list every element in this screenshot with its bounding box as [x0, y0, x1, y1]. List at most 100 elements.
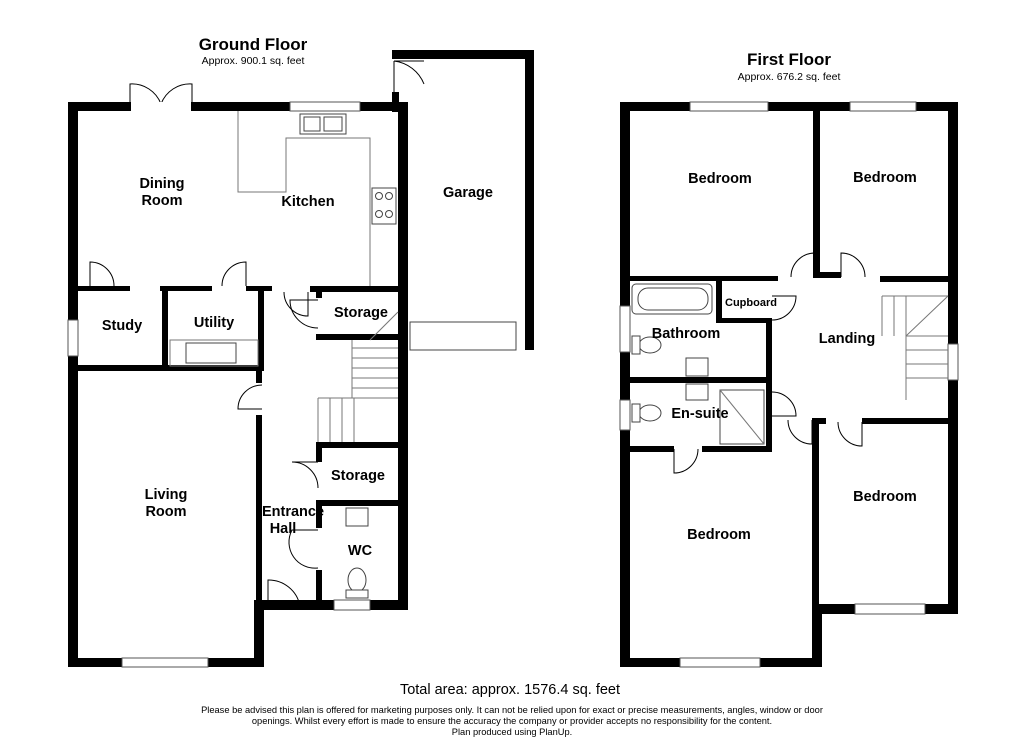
- wall-cupboard-bottom: [716, 318, 768, 323]
- ground-wall-right: [398, 102, 408, 610]
- first-floor-area: Approx. 676.2 sq. feet: [738, 71, 841, 83]
- wall-wc-left-lower: [316, 570, 322, 610]
- total-area: Total area: approx. 1576.4 sq. feet: [400, 682, 620, 698]
- hob-ring: [385, 210, 393, 218]
- ground-floor-area: Approx. 900.1 sq. feet: [202, 55, 305, 67]
- window: [854, 603, 926, 615]
- window: [679, 657, 761, 668]
- door-swing: [288, 529, 319, 569]
- wall-bed1-bottom: [630, 276, 726, 281]
- ground-staircase: [317, 311, 399, 442]
- ground-floor-title: Ground Floor: [199, 35, 308, 54]
- ground-wall-top: [68, 102, 408, 111]
- room-label-bedroom-2: Bedroom: [853, 170, 917, 186]
- room-label-entrance-2: Hall: [270, 521, 297, 537]
- french-door-opening: [131, 102, 191, 111]
- door-swing: [221, 261, 247, 287]
- room-label-utility: Utility: [194, 315, 234, 331]
- first-staircase: [881, 295, 949, 400]
- disclaimer-line-3: Plan produced using PlanUp.: [452, 727, 572, 737]
- door-swing: [771, 391, 797, 417]
- bathroom-basin: [685, 357, 709, 377]
- wall-bed4-top: [862, 418, 948, 424]
- wall-storage2-left: [316, 442, 322, 462]
- ensuite-cistern: [631, 403, 641, 423]
- disclaimer-line-1: Please be advised this plan is offered f…: [201, 705, 823, 715]
- room-label-cupboard: Cupboard: [725, 297, 777, 309]
- wall-storage2-bottom: [316, 500, 398, 506]
- garage-door: [409, 321, 517, 351]
- room-label-living-2: Room: [145, 504, 186, 520]
- room-label-storage-1: Storage: [334, 305, 388, 321]
- footer: Total area: approx. 1576.4 sq. feet Plea…: [201, 682, 823, 737]
- wall-bed3-top-right: [812, 418, 826, 424]
- garage-wall-left: [392, 92, 399, 112]
- window: [947, 343, 959, 381]
- ground-wall-bottom-hall: [254, 600, 408, 610]
- window: [619, 305, 631, 353]
- ensuite-toilet: [638, 404, 662, 422]
- bath-inner: [637, 287, 709, 311]
- wall-ensuite-right: [766, 377, 772, 451]
- room-label-storage-2: Storage: [331, 468, 385, 484]
- utility-sink: [185, 342, 237, 364]
- hob-ring: [375, 192, 383, 200]
- wall-wc-left: [316, 500, 322, 528]
- room-label-garage: Garage: [443, 185, 493, 201]
- wall-ensuite-bottom-right: [702, 446, 772, 452]
- room-label-bedroom-1: Bedroom: [688, 171, 752, 187]
- entrance-door: [267, 579, 301, 607]
- garage-wall-right: [525, 50, 534, 350]
- window: [849, 101, 917, 112]
- wall-study-utility-top: [160, 286, 212, 291]
- wall-bath-ensuite: [630, 377, 770, 383]
- first-wall-top: [620, 102, 958, 111]
- room-label-living: Living: [145, 487, 188, 503]
- door-swing: [237, 384, 263, 410]
- first-floor-plan: First Floor Approx. 676.2 sq. feet: [619, 50, 959, 668]
- door-swing: [771, 295, 797, 321]
- room-label-bathroom: Bathroom: [652, 326, 720, 342]
- toilet-cistern: [345, 589, 369, 599]
- room-label-bedroom-4: Bedroom: [853, 489, 917, 505]
- wall-dining-study: [78, 286, 130, 291]
- hob-ring: [385, 192, 393, 200]
- wall-study-utility: [162, 286, 168, 370]
- room-label-entrance: Entrance: [262, 504, 324, 520]
- wall-storage2-top: [316, 442, 398, 448]
- wall-bed1-bottom-right: [813, 272, 841, 278]
- wall-storage-bottom: [316, 334, 398, 340]
- door-swing: [283, 291, 309, 317]
- window: [689, 101, 769, 112]
- kitchen-counter: [237, 111, 371, 286]
- door-swing: [837, 421, 863, 447]
- room-label-dining-2: Room: [141, 193, 182, 209]
- wall-bed1-bed2: [813, 111, 820, 277]
- door-swing: [787, 419, 813, 445]
- window: [67, 319, 79, 357]
- door-swing: [289, 299, 319, 329]
- utility-counter: [169, 339, 259, 367]
- hob-ring: [375, 210, 383, 218]
- first-floor-title: First Floor: [747, 50, 831, 69]
- room-label-bedroom-3: Bedroom: [687, 527, 751, 543]
- door-swing: [673, 448, 699, 474]
- ground-wall-left: [68, 102, 78, 667]
- garage-wall-top: [392, 50, 534, 59]
- french-door: [129, 83, 193, 105]
- door-swing: [840, 252, 866, 278]
- kitchen-sink-basin-1: [303, 116, 321, 132]
- door-swing: [89, 261, 115, 287]
- door-swing: [291, 461, 319, 489]
- wall-storage-left: [316, 286, 322, 298]
- wall-bed3-right: [812, 418, 819, 610]
- wall-living-hall: [256, 415, 262, 605]
- wall-cupboard-left: [716, 276, 722, 322]
- wall-cupboard-top: [716, 276, 778, 281]
- kitchen-sink-basin-2: [323, 116, 343, 132]
- first-wall-left: [620, 102, 630, 667]
- wall-bathroom-right: [766, 318, 772, 380]
- toilet: [347, 567, 367, 593]
- room-label-wc: WC: [348, 543, 373, 559]
